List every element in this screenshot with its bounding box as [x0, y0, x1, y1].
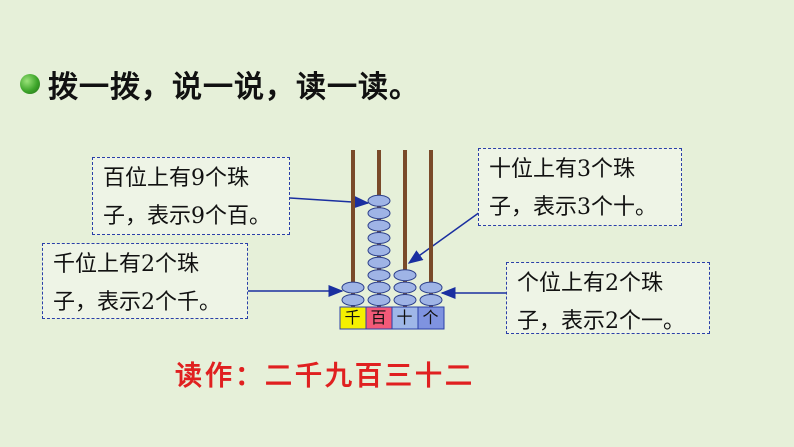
callout-hundreds-line2: 子，表示9个百。: [103, 204, 271, 229]
abacus-beads: [341, 194, 443, 306]
bead-hundreds: [367, 256, 391, 269]
bead-tens: [393, 294, 417, 306]
abacus-base: [339, 306, 445, 330]
callout-tens-line1: 十位上有3个珠: [489, 157, 635, 182]
callout-thousands-line2: 子，表示2个千。: [53, 290, 221, 315]
abacus-rod-tens: [403, 150, 407, 307]
place-label-tens: 十: [396, 308, 413, 327]
callout-tens-line2: 子，表示3个十。: [489, 195, 657, 220]
green-bullet-icon: [20, 74, 40, 94]
bead-tens: [393, 269, 417, 282]
callout-hundreds-line1: 百位上有9个珠: [103, 166, 249, 191]
tens-arrow: [407, 211, 481, 264]
callout-ones: 个位上有2个珠 子，表示2个一。: [506, 262, 710, 334]
abacus-rod-thousands: [351, 150, 355, 307]
bead-hundreds: [367, 207, 391, 220]
heading-text: 拨一拨，说一说，读一读。: [48, 70, 420, 105]
activity-heading: 拨一拨，说一说，读一读。: [20, 62, 420, 106]
bead-hundreds: [367, 232, 391, 244]
bead-thousands: [341, 294, 365, 306]
bead-hundreds: [367, 269, 391, 282]
bead-tens: [393, 281, 417, 294]
hundreds-arrow: [289, 196, 370, 209]
bead-hundreds: [367, 194, 391, 207]
place-cell-ones: [417, 306, 445, 330]
bead-thousands: [341, 281, 365, 294]
callout-ones-line1: 个位上有2个珠: [517, 271, 663, 296]
callout-thousands: 千位上有2个珠 子，表示2个千。: [42, 243, 248, 319]
callout-thousands-line1: 千位上有2个珠: [53, 252, 199, 277]
abacus-rods: [351, 150, 433, 307]
bead-hundreds: [367, 281, 391, 294]
callout-hundreds: 百位上有9个珠 子，表示9个百。: [92, 157, 290, 235]
abacus-rod-ones: [429, 150, 433, 307]
callout-ones-line2: 子，表示2个一。: [517, 309, 685, 334]
bead-hundreds: [367, 219, 391, 232]
place-label-thousands: 千: [344, 308, 361, 327]
place-label-hundreds: 百: [370, 308, 387, 327]
reading-text: 读作：二千九百三十二: [175, 361, 475, 392]
bead-ones: [419, 281, 443, 294]
bead-hundreds: [367, 244, 391, 257]
bead-hundreds: [367, 294, 391, 306]
callout-tens: 十位上有3个珠 子，表示3个十。: [478, 148, 682, 226]
place-label-ones: 个: [422, 308, 439, 327]
bead-ones: [419, 294, 443, 306]
